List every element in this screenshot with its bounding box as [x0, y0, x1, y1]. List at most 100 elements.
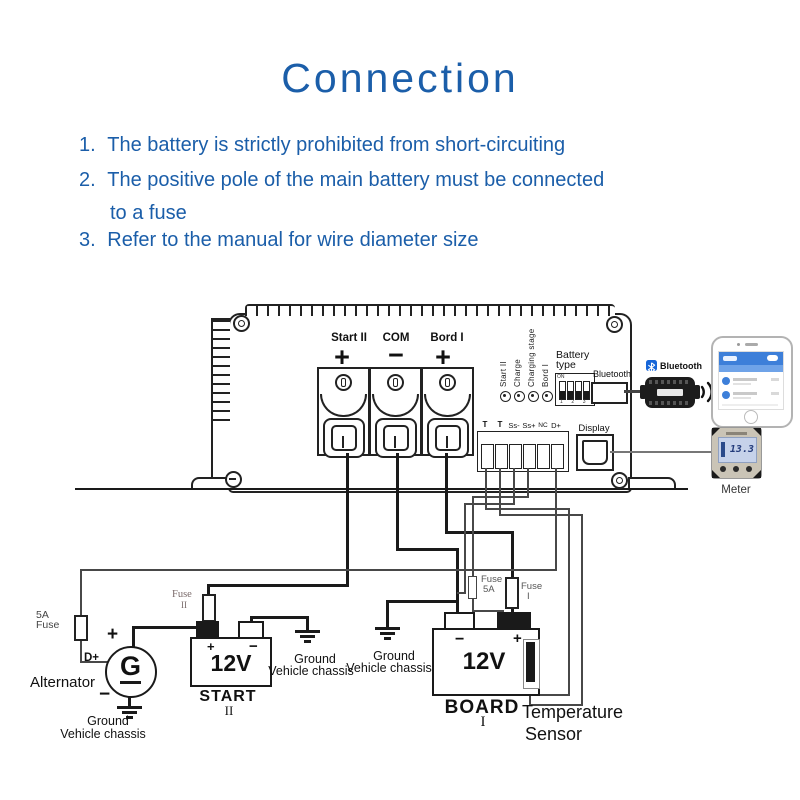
- dip-switch-4[interactable]: [583, 381, 590, 400]
- smartphone[interactable]: [711, 336, 793, 428]
- sense-ssminus-join: [457, 592, 466, 594]
- fuse-board-symbol: [505, 577, 519, 609]
- wire-start-neg-v2: [306, 616, 309, 631]
- sense-ssminus-v1: [513, 468, 515, 505]
- fuse-board-sense-symbol: [468, 576, 477, 599]
- sense-terminal[interactable]: [551, 444, 564, 469]
- led-label-charging-stage: Charging stage: [527, 328, 536, 387]
- start-battery-minus-mark: −: [249, 638, 258, 655]
- board-battery-numeral: I: [480, 714, 486, 730]
- screw-bottom-right: [611, 472, 628, 489]
- sense-dplus-to-alternator: [80, 661, 108, 663]
- ground-symbol-alternator: [117, 706, 142, 709]
- wire-alternator-plus-h: [133, 626, 197, 629]
- instruction-3-number: 3.: [79, 229, 96, 251]
- wire-bord-vertical: [445, 453, 448, 534]
- bluetooth-port-label: Bluetooth: [593, 369, 632, 379]
- start-battery: + − 12V: [190, 637, 272, 687]
- dip-switch-3[interactable]: [575, 381, 582, 400]
- sense-label-t1: T: [482, 420, 488, 429]
- instruction-2: 2. The positive pole of the main battery…: [79, 169, 604, 192]
- dip-numbers: 1 2 3 4: [560, 399, 601, 405]
- sense-terminal[interactable]: [523, 444, 536, 469]
- bluetooth-module: [645, 377, 695, 408]
- fuse-board-sense-label: Fuse 5A: [481, 574, 503, 595]
- sense-terminal[interactable]: [481, 444, 494, 469]
- sense-terminal[interactable]: [495, 444, 508, 469]
- start-battery-voltage: 12V: [210, 650, 252, 676]
- led-charging-stage: [528, 391, 539, 402]
- wire-start-horizontal: [207, 584, 349, 587]
- sense-ssplus-to-plus: [472, 610, 504, 612]
- ground-symbol-start: [295, 630, 320, 633]
- connector-screw-hole: [387, 374, 404, 391]
- dip-switch-block[interactable]: ON 1 2 3 4: [555, 373, 597, 406]
- meter-button[interactable]: [746, 466, 752, 472]
- dip-switch-1[interactable]: [559, 381, 566, 400]
- sense-terminal[interactable]: [509, 444, 522, 469]
- temp-t1-h2: [534, 694, 570, 696]
- alternator-plus: +: [107, 624, 119, 645]
- bluetooth-logo-text: Bluetooth: [660, 361, 702, 371]
- meter-button[interactable]: [720, 466, 726, 472]
- power-connector-bord: [421, 367, 474, 458]
- instruction-2-number: 2.: [79, 169, 96, 191]
- temp-t2-h2: [529, 704, 583, 706]
- fuse-start-symbol: [202, 594, 216, 622]
- terminal-label-bord: Bord I: [430, 332, 464, 344]
- temperature-sensor-probe: [526, 642, 535, 682]
- start-battery-numeral: II: [224, 703, 234, 718]
- wire-start-neg-v1: [250, 616, 253, 623]
- led-label-bord: Bord I: [541, 363, 550, 387]
- fuse-board-label: Fuse I: [521, 581, 543, 602]
- wire-com-horizontal: [396, 548, 459, 551]
- board-battery-plus-mark: +: [513, 630, 522, 647]
- ground-label-com-2: Vehicle chassis: [346, 661, 432, 675]
- temperature-sensor-label-1: Temperature: [522, 702, 624, 722]
- board-battery-voltage: 12V: [462, 648, 506, 675]
- sense-label-d-plus: D+: [551, 421, 561, 430]
- wire-bord-horizontal: [445, 531, 514, 534]
- connector-screw-hole: [439, 374, 456, 391]
- screw-top-left: [233, 315, 250, 332]
- start-battery-plus-terminal: [196, 621, 219, 637]
- battery-type-label: Battery type: [556, 349, 590, 371]
- meter-corner: [753, 470, 761, 478]
- alternator-label: Alternator: [30, 674, 96, 691]
- board-battery-minus-mark: −: [455, 631, 465, 648]
- meter-corner: [712, 428, 720, 436]
- meter-button[interactable]: [733, 466, 739, 472]
- temp-t2-v1: [499, 468, 501, 516]
- screw-top-right: [606, 316, 623, 333]
- bluetooth-port[interactable]: [591, 382, 628, 404]
- sense-dplus-v: [555, 468, 557, 571]
- base-line: [75, 488, 688, 490]
- sense-ssminus-v2: [464, 503, 466, 594]
- mounting-foot-right: [628, 477, 676, 490]
- board-battery-plus-terminal: [497, 612, 531, 628]
- start-battery-name: START: [199, 688, 257, 705]
- display-port[interactable]: [576, 434, 614, 471]
- instruction-1: 1. The battery is strictly prohibited fr…: [79, 134, 565, 157]
- meter-reading: 13.3: [729, 444, 754, 455]
- instruction-3-text: Refer to the manual for wire diameter si…: [107, 229, 479, 251]
- alternator-circle: [105, 646, 157, 698]
- ground-label-alternator-2: Vehicle chassis: [60, 727, 146, 741]
- dip-switch-2[interactable]: [567, 381, 574, 400]
- sense-terminal[interactable]: [537, 444, 550, 469]
- ground-label-com-1: Ground: [373, 649, 415, 663]
- wire-start-neg-h: [250, 616, 309, 619]
- bluetooth-wire: [624, 390, 642, 393]
- instruction-3: 3. Refer to the manual for wire diameter…: [79, 229, 479, 252]
- meter-label: Meter: [721, 484, 751, 496]
- meter-lcd-bar: [721, 442, 725, 457]
- ground-label-alternator-1: Ground: [87, 714, 129, 728]
- battery-meter: 13.3: [711, 427, 762, 479]
- phone-home-button[interactable]: [744, 410, 758, 424]
- temperature-sensor-label-2: Sensor: [525, 724, 583, 744]
- temp-t1-v2: [568, 508, 570, 696]
- power-connector-com: [369, 367, 422, 458]
- alternator-dplus-label: D+: [84, 652, 100, 664]
- alternator-fuse-label: 5A Fuse: [36, 609, 60, 631]
